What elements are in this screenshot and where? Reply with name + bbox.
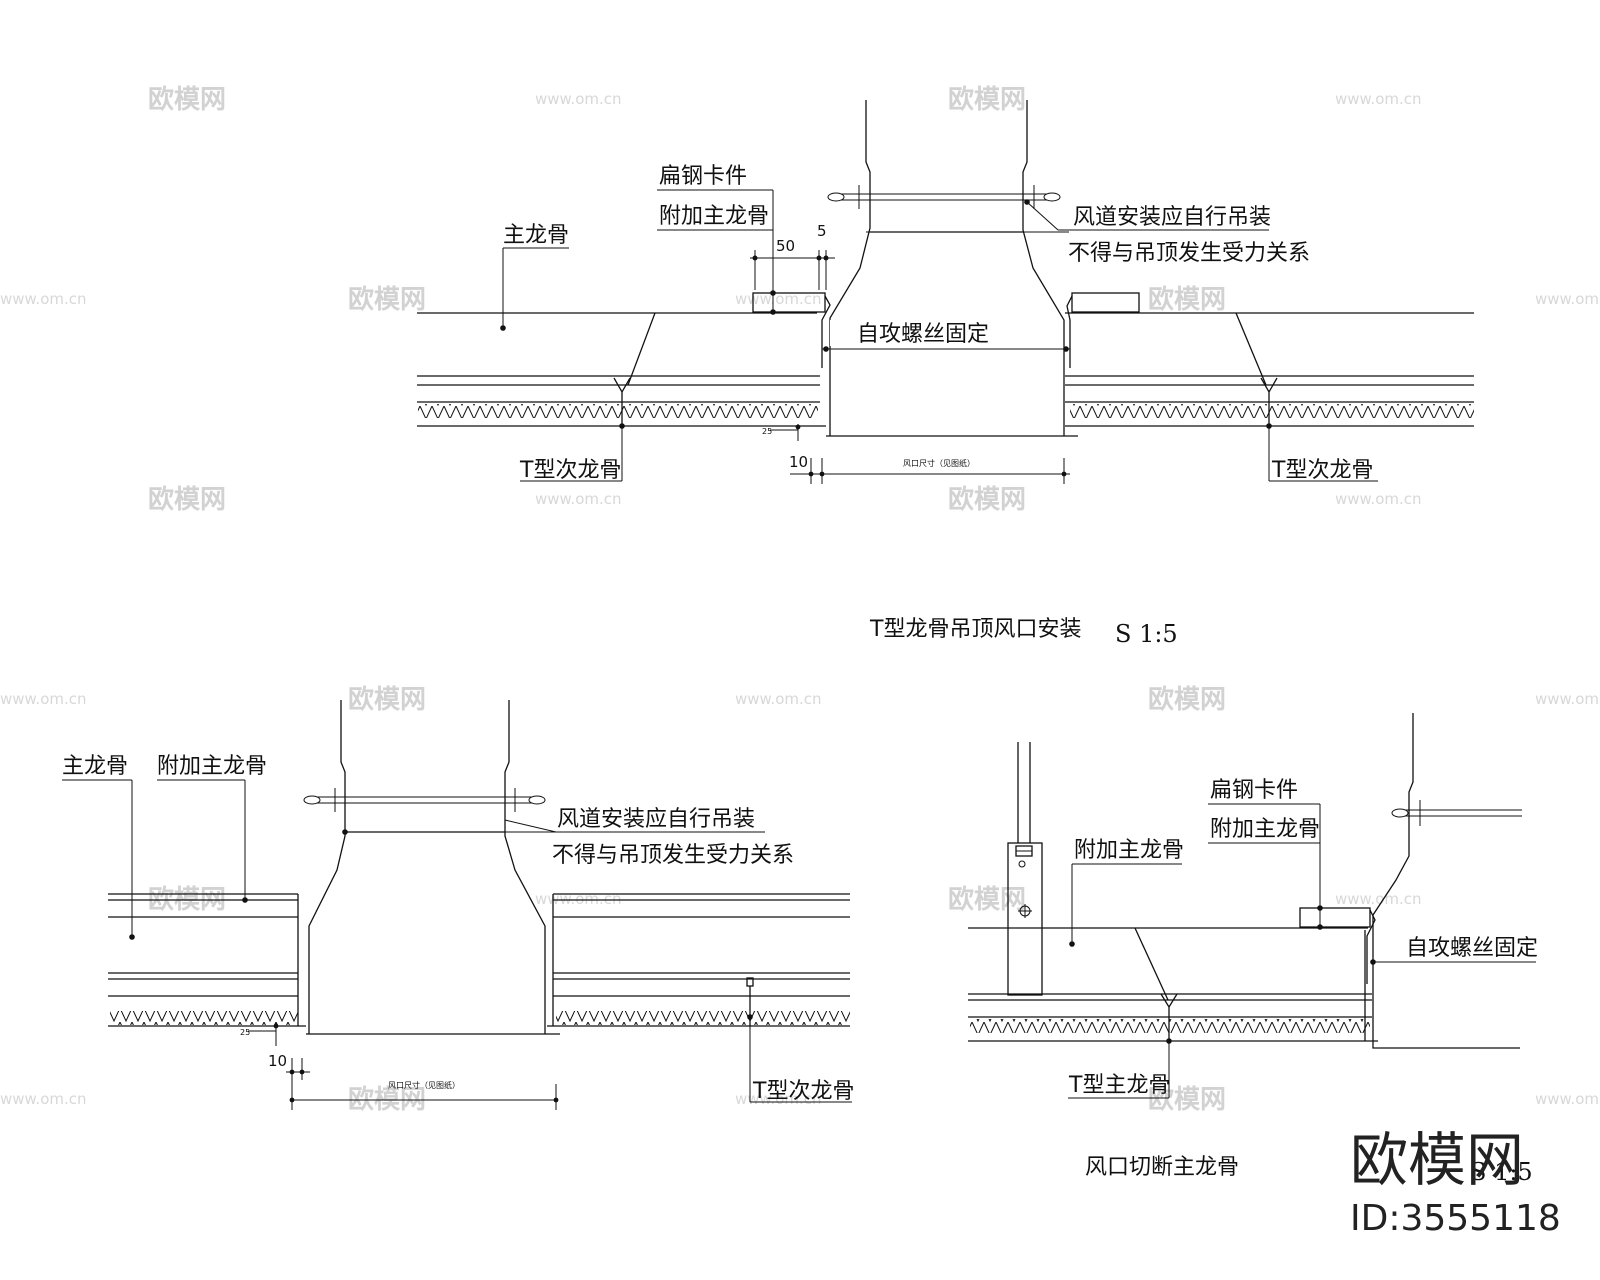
watermark-url: www.om.cn [735, 290, 822, 308]
watermark-layer: 欧模网 欧模网 欧模网 欧模网 欧模网 欧模网 欧模网 欧模网 欧模网 欧模网 … [0, 84, 1600, 1115]
bl-label-t-secondary-keel: T型次龙骨 [752, 1079, 854, 1104]
brand-watermark: 欧模网 ID:3555118 [1350, 1126, 1561, 1239]
top-ceiling-left [417, 312, 826, 427]
watermark-url: www.om.cn [1335, 90, 1422, 108]
bottom-right-detail: 扁钢卡件 附加主龙骨 附加主龙骨 自攻螺丝固定 T型主龙骨 风口切断主龙骨 S … [968, 713, 1538, 1186]
top-clip-right [1071, 292, 1140, 313]
top-ceiling-right [1065, 312, 1474, 427]
bl-label-duct-note-1: 风道安装应自行吊装 [557, 807, 755, 832]
watermark-url: www.om.cn [1535, 690, 1600, 708]
watermark-url: www.om.cn [535, 90, 622, 108]
label-extra-main-keel: 附加主龙骨 [659, 204, 769, 229]
dim-10: 10 [789, 453, 808, 471]
watermark-text: 欧模网 [948, 84, 1026, 115]
bl-duct [303, 700, 560, 1035]
br-label-extra-main-keel-a: 附加主龙骨 [1210, 817, 1320, 842]
brand-logo-text: 欧模网 [1350, 1126, 1524, 1194]
bl-dim-small: 25 [240, 1028, 250, 1037]
dim-5: 5 [817, 222, 827, 240]
br-label-extra-main-keel-b: 附加主龙骨 [1074, 838, 1184, 863]
watermark-text: 欧模网 [948, 484, 1026, 515]
label-t-secondary-keel-right: T型次龙骨 [1271, 458, 1373, 483]
watermark-text: 欧模网 [348, 684, 426, 715]
label-duct-note-2: 不得与吊顶发生受力关系 [1068, 241, 1310, 266]
watermark-url: www.om.cn [1335, 490, 1422, 508]
br-label-t-main-keel: T型主龙骨 [1068, 1073, 1170, 1098]
top-drawing-scale: S 1:5 [1115, 620, 1178, 648]
watermark-url: www.om.cn [1335, 890, 1422, 908]
bl-dim-opening: 风口尺寸（见图纸） [388, 1080, 460, 1090]
bottom-left-detail: 主龙骨 附加主龙骨 风道安装应自行吊装 不得与吊顶发生受力关系 T型次龙骨 25… [62, 700, 854, 1110]
watermark-url: www.om.cn [535, 890, 622, 908]
watermark-text: 欧模网 [948, 884, 1026, 915]
br-drawing-scale: S 1:5 [1470, 1158, 1533, 1186]
top-drawing-title: T型龙骨吊顶风口安装 [869, 617, 1081, 642]
bl-dim-10: 10 [268, 1052, 287, 1070]
watermark-url: www.om.cn [0, 290, 87, 308]
label-main-keel: 主龙骨 [503, 223, 569, 248]
br-clip [1299, 907, 1371, 928]
bl-label-main-keel: 主龙骨 [62, 754, 128, 779]
brand-id: ID:3555118 [1350, 1198, 1561, 1239]
watermark-text: 欧模网 [148, 484, 226, 515]
bl-ceiling-right [547, 893, 850, 1027]
bl-label-extra-main-keel: 附加主龙骨 [157, 754, 267, 779]
dim-opening: 风口尺寸（见图纸） [903, 458, 975, 468]
bl-label-duct-note-2: 不得与吊顶发生受力关系 [552, 843, 794, 868]
label-self-tapping-screw: 自攻螺丝固定 [857, 322, 989, 347]
label-flat-steel-clip: 扁钢卡件 [659, 164, 747, 189]
watermark-url: www.om.cn [535, 490, 622, 508]
watermark-text: 欧模网 [348, 284, 426, 315]
watermark-url: www.om.cn [735, 1090, 822, 1108]
br-label-flat-steel-clip: 扁钢卡件 [1210, 778, 1298, 803]
watermark-text: 欧模网 [1148, 284, 1226, 315]
label-duct-note-1: 风道安装应自行吊装 [1073, 205, 1271, 230]
dim-small: 25 [762, 427, 772, 436]
watermark-text: 欧模网 [1148, 684, 1226, 715]
br-drawing-title: 风口切断主龙骨 [1085, 1155, 1239, 1180]
label-t-secondary-keel-left: T型次龙骨 [519, 458, 621, 483]
watermark-url: www.om.cn [0, 1090, 87, 1108]
watermark-url: www.om.cn [735, 690, 822, 708]
top-detail: 主龙骨 扁钢卡件 附加主龙骨 50 5 风道安装应自行吊装 不得与吊顶发生受力关… [417, 100, 1474, 648]
top-duct [826, 100, 1078, 437]
watermark-text: 欧模网 [148, 84, 226, 115]
watermark-url: www.om.cn [0, 690, 87, 708]
watermark-url: www.om.cn [1535, 290, 1600, 308]
bl-ceiling-left [108, 893, 306, 1027]
top-clip-left [752, 292, 826, 313]
dim-50: 50 [776, 237, 795, 255]
watermark-url: www.om.cn [1535, 1090, 1600, 1108]
br-label-self-tapping-screw: 自攻螺丝固定 [1406, 936, 1538, 961]
watermark-text: 欧模网 [1148, 1084, 1226, 1115]
